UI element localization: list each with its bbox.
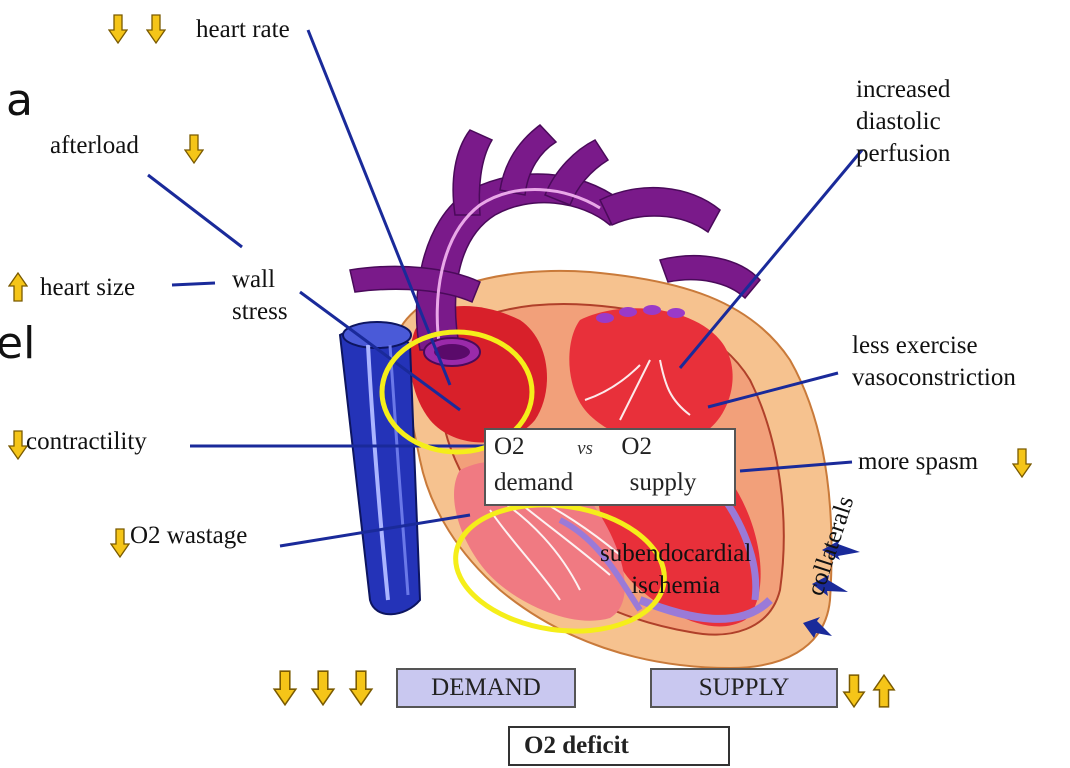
supply-box: SUPPLY xyxy=(650,668,838,708)
o2-deficit-box: O2 deficit xyxy=(508,726,730,766)
o2-demand-vs-supply-box: O2 vs O2 demand supply xyxy=(484,428,736,506)
box-o2-right: O2 xyxy=(621,433,652,460)
label-heart-rate: heart rate xyxy=(196,14,290,46)
box-demand: demand xyxy=(494,469,573,496)
label-subendocardial-ischemia: subendocardial ischemia xyxy=(600,538,751,602)
box-vs: vs xyxy=(577,438,593,459)
label-subendocardial: subendocardial xyxy=(600,538,751,570)
box-o2-left: O2 xyxy=(494,433,525,460)
cropped-text-el: el xyxy=(0,318,35,369)
o2-deficit-label: O2 deficit xyxy=(524,732,629,759)
vena-cava xyxy=(340,322,420,614)
label-more-spasm: more spasm xyxy=(858,446,978,478)
label-increased-diastolic-perfusion: increased diastolic perfusion xyxy=(856,74,950,170)
label-wall-stress-line2: stress xyxy=(232,296,288,328)
cropped-text-a: a xyxy=(6,75,33,126)
label-perfusion: perfusion xyxy=(856,138,950,170)
label-wall-stress: wall stress xyxy=(232,264,288,328)
label-vasoconstriction: vasoconstriction xyxy=(852,362,1016,394)
label-o2-wastage: O2 wastage xyxy=(130,520,247,552)
box-supply: supply xyxy=(630,469,697,496)
label-less-exercise-vasoconstriction: less exercise vasoconstriction xyxy=(852,330,1016,394)
label-contractility: contractility xyxy=(26,426,147,458)
demand-box: DEMAND xyxy=(396,668,576,708)
label-increased: increased xyxy=(856,74,950,106)
label-less-exercise: less exercise xyxy=(852,330,1016,362)
label-afterload: afterload xyxy=(50,130,139,162)
label-heart-size: heart size xyxy=(40,272,135,304)
label-ischemia: ischemia xyxy=(600,570,751,602)
label-diastolic: diastolic xyxy=(856,106,950,138)
label-wall-stress-line1: wall xyxy=(232,264,288,296)
